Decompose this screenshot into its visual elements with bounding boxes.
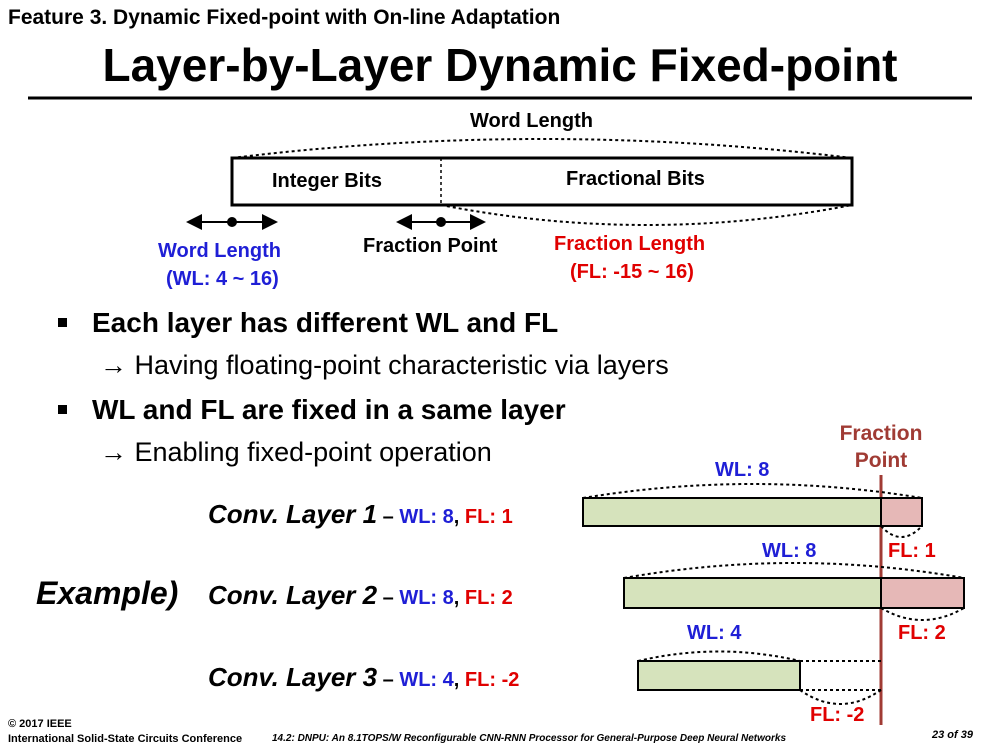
bullet-square-1 bbox=[58, 318, 67, 327]
layer1-row: Conv. Layer 1 – WL: 8, FL: 1 bbox=[208, 499, 513, 530]
layer3-name: Conv. Layer 3 bbox=[208, 662, 378, 692]
layer3-fl-val: -2 bbox=[501, 669, 520, 691]
word-length-label: Word Length bbox=[470, 110, 593, 132]
legend-wl-range: (WL: 4 ~ 16) bbox=[166, 268, 279, 290]
bullet-1: Each layer has different WL and FL bbox=[92, 307, 559, 338]
integer-bits-label: Integer Bits bbox=[272, 170, 383, 192]
example-label: Example) bbox=[36, 575, 179, 611]
layer3-comma: , bbox=[453, 669, 460, 691]
layer1-frac-bar bbox=[880, 497, 923, 527]
layer1-dash: – bbox=[382, 506, 394, 528]
layer2-frac-bar bbox=[880, 577, 965, 609]
layer1-int-bar bbox=[582, 497, 882, 527]
bullet-square-2 bbox=[58, 405, 67, 414]
layer1-fl-tag: FL: 1 bbox=[888, 540, 936, 562]
layer3-wl-val: 4 bbox=[442, 669, 454, 691]
legend-word-length: Word Length bbox=[158, 240, 281, 262]
layer1-name: Conv. Layer 1 bbox=[208, 499, 378, 529]
layer1-wl-tag: WL: 8 bbox=[715, 459, 770, 481]
layer3-int-bar bbox=[637, 660, 801, 691]
layer3-dash: – bbox=[382, 669, 394, 691]
layer2-wl-val: 8 bbox=[442, 587, 454, 609]
layer1-wl-arc bbox=[582, 483, 923, 499]
layer2-int-bar bbox=[623, 577, 882, 609]
footer-conference: International Solid-State Circuits Confe… bbox=[8, 733, 243, 745]
layer2-wl-arc bbox=[623, 562, 965, 579]
layer2-wl-tag: WL: 8 bbox=[762, 540, 817, 562]
legend-fraction-point: Fraction Point bbox=[363, 235, 498, 257]
layer2-name: Conv. Layer 2 bbox=[208, 580, 378, 610]
layer1-comma: , bbox=[453, 506, 460, 528]
layer2-fl-tag: FL: 2 bbox=[898, 622, 946, 644]
bullet-2-sub: → Enabling fixed-point operation bbox=[100, 437, 492, 467]
layer3-wl-arc bbox=[637, 650, 801, 662]
layer2-fl-arc bbox=[880, 607, 965, 621]
layer1-wl-val: 8 bbox=[442, 506, 454, 528]
bullet-2: WL and FL are fixed in a same layer bbox=[92, 394, 566, 425]
layer3-wl-tag: WL: 4 bbox=[687, 622, 742, 644]
footer-copyright: © 2017 IEEE bbox=[8, 718, 72, 730]
word-length-legend-icon bbox=[186, 214, 278, 230]
layer2-fl-key: FL: bbox=[464, 587, 496, 609]
fractional-bits-label: Fractional Bits bbox=[566, 168, 705, 190]
main-title: Layer-by-Layer Dynamic Fixed-point bbox=[102, 39, 898, 91]
fraction-point-title: Fraction Point bbox=[839, 422, 923, 472]
layer2-fl-val: 2 bbox=[501, 587, 513, 609]
feature-title: Feature 3. Dynamic Fixed-point with On-l… bbox=[8, 6, 561, 29]
layer1-fl-arc bbox=[880, 525, 923, 538]
legend-fl-range: (FL: -15 ~ 16) bbox=[570, 261, 694, 283]
footer-paper: 14.2: DNPU: An 8.1TOPS/W Reconfigurable … bbox=[272, 733, 787, 744]
bullet-1-sub: → Having floating-point characteristic v… bbox=[100, 350, 669, 380]
layer2-dash: – bbox=[382, 587, 394, 609]
word-length-arc bbox=[231, 138, 853, 159]
layer3-wl-key: WL: bbox=[399, 669, 438, 691]
layer2-row: Conv. Layer 2 – WL: 8, FL: 2 bbox=[208, 580, 513, 611]
layer2-wl-key: WL: bbox=[399, 587, 438, 609]
layer1-fl-val: 1 bbox=[501, 506, 513, 528]
layer3-fl-key: FL: bbox=[464, 669, 496, 691]
layer1-fl-key: FL: bbox=[464, 506, 496, 528]
layer3-fl-arc bbox=[799, 689, 882, 705]
legend-fraction-length: Fraction Length bbox=[554, 233, 706, 255]
layer3-fl-tag: FL: -2 bbox=[810, 704, 865, 726]
fraction-point-legend-icon bbox=[396, 214, 486, 230]
word-box bbox=[230, 156, 854, 207]
layer3-row: Conv. Layer 3 – WL: 4, FL: -2 bbox=[208, 662, 519, 693]
footer-page: 23 of 39 bbox=[932, 729, 973, 741]
layer1-wl-key: WL: bbox=[399, 506, 438, 528]
layer2-comma: , bbox=[453, 587, 460, 609]
fraction-length-arc bbox=[440, 204, 853, 226]
